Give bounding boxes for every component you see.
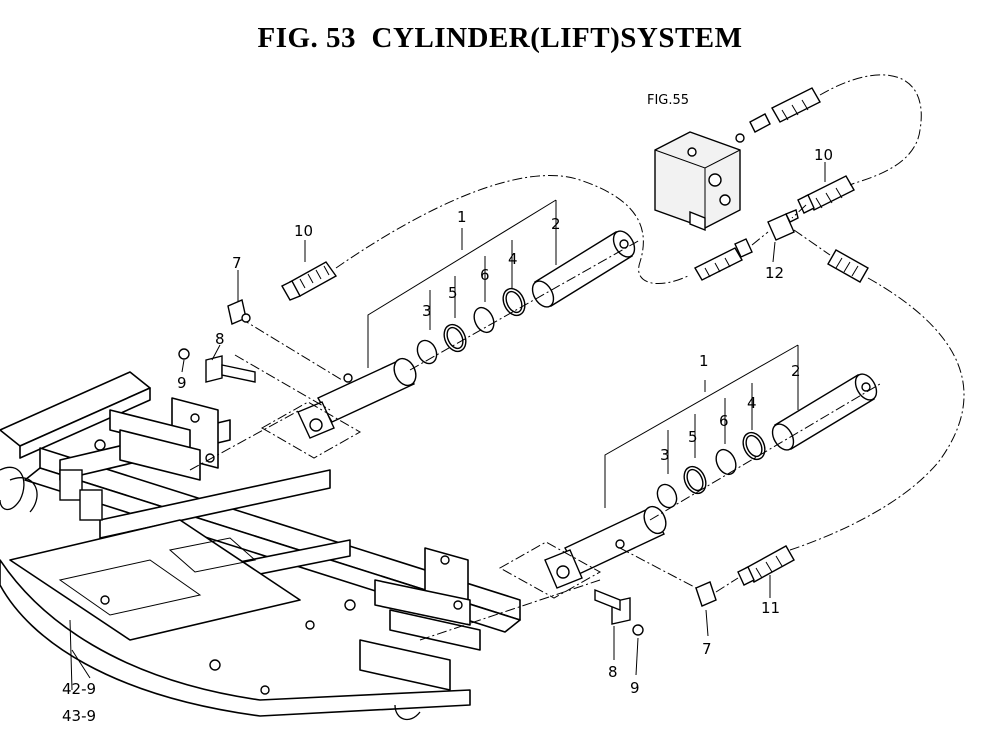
- callout-lower-7: 7: [702, 640, 712, 658]
- callout-upper-4: 4: [508, 250, 518, 268]
- callout-lower-2: 2: [791, 362, 801, 380]
- lower-cylinder-assembly: [419, 344, 881, 641]
- callout-labels: FIG.55 1 2 3 4 5 6 7 8 9 10 10 12 1 2 3 …: [62, 93, 833, 725]
- upper-cylinder-assembly: [178, 175, 691, 471]
- leader-lines: [71, 162, 826, 679]
- callout-lower-6: 6: [719, 412, 729, 430]
- callout-frame-ref-a: 42-9: [62, 680, 96, 698]
- callout-right-10: 10: [814, 146, 833, 164]
- callout-upper-1: 1: [457, 208, 467, 226]
- vehicle-frame: [0, 371, 521, 721]
- callout-fig55: FIG.55: [647, 93, 689, 108]
- callout-frame-ref-b: 43-9: [62, 707, 96, 725]
- callout-lower-11: 11: [761, 599, 780, 617]
- callout-upper-3: 3: [422, 302, 432, 320]
- callout-right-12: 12: [765, 264, 784, 282]
- callout-lower-8: 8: [608, 663, 618, 681]
- callout-upper-8: 8: [215, 330, 225, 348]
- callout-lower-1: 1: [699, 352, 709, 370]
- callout-lower-3: 3: [660, 446, 670, 464]
- callout-upper-10: 10: [294, 222, 313, 240]
- callout-upper-9: 9: [177, 374, 187, 392]
- callout-lower-9: 9: [630, 679, 640, 697]
- callout-lower-5: 5: [688, 428, 698, 446]
- callout-upper-5: 5: [448, 284, 458, 302]
- callout-upper-7: 7: [232, 254, 242, 272]
- figure-title: FIG. 53 CYLINDER(LIFT)SYSTEM: [257, 22, 743, 54]
- callout-lower-4: 4: [747, 394, 757, 412]
- callout-upper-2: 2: [551, 215, 561, 233]
- control-valve-block: [654, 74, 965, 551]
- callout-upper-6: 6: [480, 266, 490, 284]
